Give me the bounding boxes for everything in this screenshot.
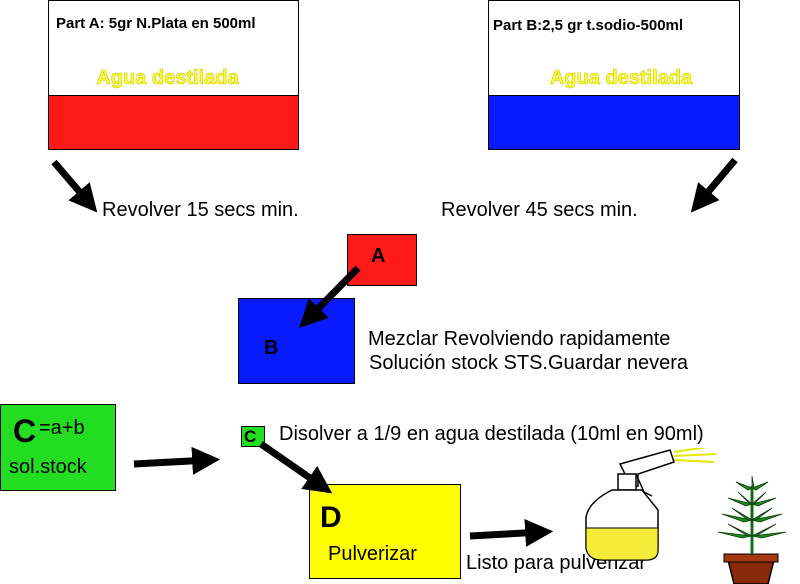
- arrow-a-to-b: [299, 265, 361, 328]
- part-b-liquid: [489, 95, 739, 149]
- arrow-b-to-note: [690, 157, 738, 213]
- small-c-box: C: [241, 426, 265, 447]
- small-c-label: C: [244, 427, 257, 446]
- part-a-water-label: Agua destilada: [96, 67, 239, 90]
- part-b-beaker: Part B:2,5 gr t.sodio-500ml Agua destila…: [488, 0, 740, 150]
- part-a-title: Part A: 5gr N.Plata en 500ml: [56, 15, 256, 32]
- stock-box-formula: =a+b: [39, 417, 85, 439]
- spray-box-label: Pulverizar: [328, 543, 417, 565]
- part-a-liquid: [49, 95, 298, 149]
- mix-note-line1: Mezclar Revolviendo rapidamente: [368, 328, 671, 350]
- stock-box-letter: C: [13, 413, 37, 449]
- spray-mist: [673, 448, 717, 463]
- part-b-water-label: Agua destilada: [549, 67, 693, 90]
- box-a-label: A: [371, 245, 386, 267]
- arrow-d-to-ready: [469, 518, 554, 547]
- part-a-beaker: Part A: 5gr N.Plata en 500ml Agua destil…: [48, 0, 299, 150]
- spray-bottle-plant-illustration: [585, 448, 787, 584]
- step-a-note: Revolver 15 secs min.: [102, 199, 299, 221]
- dilute-note: Disolver a 1/9 en agua destilada (10ml e…: [279, 423, 704, 445]
- arrow-c-to-d: [259, 441, 333, 494]
- box-b-label: B: [264, 337, 279, 359]
- box-a: A: [347, 234, 417, 286]
- stock-box-c: C =a+b sol.stock: [0, 404, 116, 491]
- arrow-stock-to-c: [133, 446, 221, 475]
- spray-box-letter: D: [320, 501, 342, 534]
- part-b-title: Part B:2,5 gr t.sodio-500ml: [493, 17, 684, 34]
- step-b-note: Revolver 45 secs min.: [441, 199, 638, 221]
- spray-box-d: D Pulverizar: [309, 484, 461, 579]
- arrow-a-to-note: [51, 159, 98, 213]
- stock-box-label: sol.stock: [9, 456, 87, 478]
- box-b: B: [238, 298, 355, 384]
- mix-note-line2: Solución stock STS.Guardar nevera: [369, 352, 689, 374]
